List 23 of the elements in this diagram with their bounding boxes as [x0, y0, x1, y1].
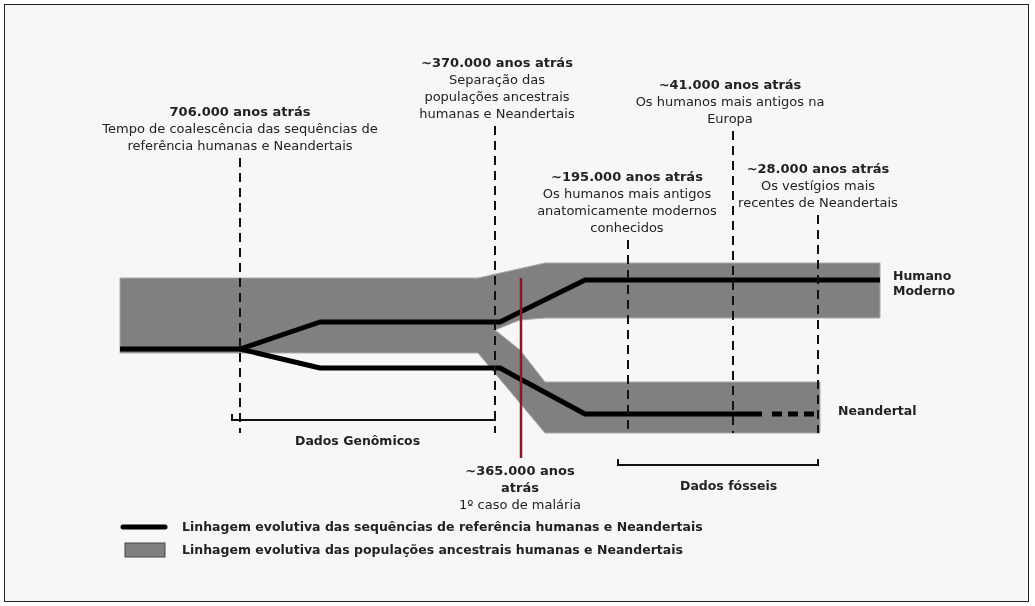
- event-description: Tempo de coalescência das sequências de referência humanas e Neandertais: [101, 120, 379, 154]
- date-heading: ~370.000 anos atrás: [420, 54, 574, 71]
- leader-line: [494, 125, 496, 434]
- event-description: Os humanos mais antigos anatomicamente modernos conhecidos: [536, 185, 718, 236]
- event-description: Os humanos mais antigos na Europa: [634, 93, 826, 127]
- legend-text: Linhagem evolutiva das populações ancestrais humanas e Neandertais: [182, 542, 683, 557]
- date-heading: ~365.000 anos atrás: [464, 462, 576, 496]
- leader-line: [817, 214, 819, 434]
- date-heading: ~41.000 anos atrás: [657, 76, 803, 93]
- date-heading: ~28.000 anos atrás: [745, 160, 891, 177]
- date-heading: ~195.000 anos atrás: [550, 168, 704, 185]
- event-description: Separação das populações ancestrais humanas e Neandertais: [418, 71, 576, 122]
- data-range-label: Dados fósseis: [680, 478, 778, 493]
- event-description: 1º caso de malária: [458, 496, 582, 513]
- leader-line: [732, 130, 734, 434]
- data-range-label: Dados Genômicos: [295, 433, 421, 448]
- lineage-label: Humano Moderno: [893, 268, 953, 298]
- lineage-label: Neandertal: [838, 403, 917, 418]
- date-heading: 706.000 anos atrás: [168, 103, 312, 120]
- leader-line: [519, 278, 523, 458]
- event-description: Os vestígios mais recentes de Neandertais: [738, 177, 898, 211]
- leader-line: [239, 157, 241, 434]
- legend-text: Linhagem evolutiva das sequências de referência humanas e Neandertais: [182, 519, 703, 534]
